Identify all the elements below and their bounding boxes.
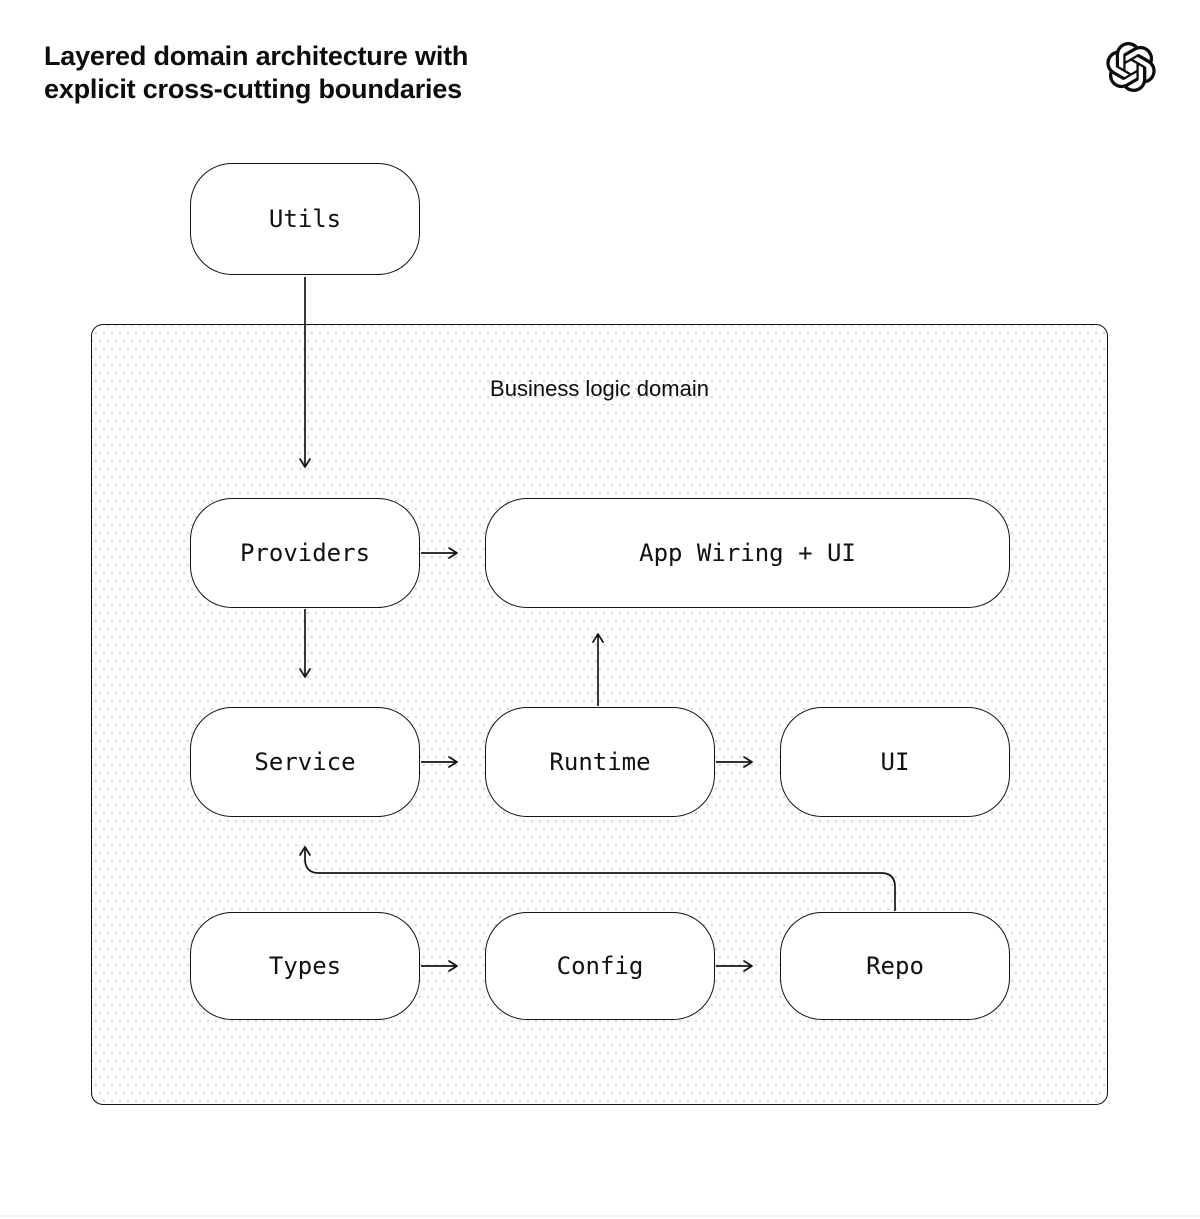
node-app-wiring-ui-label: App Wiring + UI — [639, 539, 856, 567]
node-config: Config — [485, 912, 715, 1020]
page-title: Layered domain architecture with explici… — [44, 40, 468, 106]
node-utils: Utils — [190, 163, 420, 275]
node-config-label: Config — [556, 952, 644, 980]
node-ui-label: UI — [880, 748, 910, 776]
node-repo-label: Repo — [866, 952, 924, 980]
footer-divider — [0, 1215, 1200, 1217]
node-service: Service — [190, 707, 420, 817]
node-runtime: Runtime — [485, 707, 715, 817]
node-types-label: Types — [268, 952, 342, 980]
node-utils-label: Utils — [268, 205, 342, 233]
openai-logo-icon — [1106, 42, 1156, 92]
node-types: Types — [190, 912, 420, 1020]
node-providers-label: Providers — [239, 539, 371, 567]
page-title-line-2: explicit cross-cutting boundaries — [44, 74, 462, 104]
node-app-wiring-ui: App Wiring + UI — [485, 498, 1010, 608]
node-ui: UI — [780, 707, 1010, 817]
node-providers: Providers — [190, 498, 420, 608]
page-title-line-1: Layered domain architecture with — [44, 41, 469, 71]
node-runtime-label: Runtime — [549, 748, 651, 776]
domain-label: Business logic domain — [490, 376, 709, 401]
node-service-label: Service — [254, 748, 356, 776]
node-repo: Repo — [780, 912, 1010, 1020]
